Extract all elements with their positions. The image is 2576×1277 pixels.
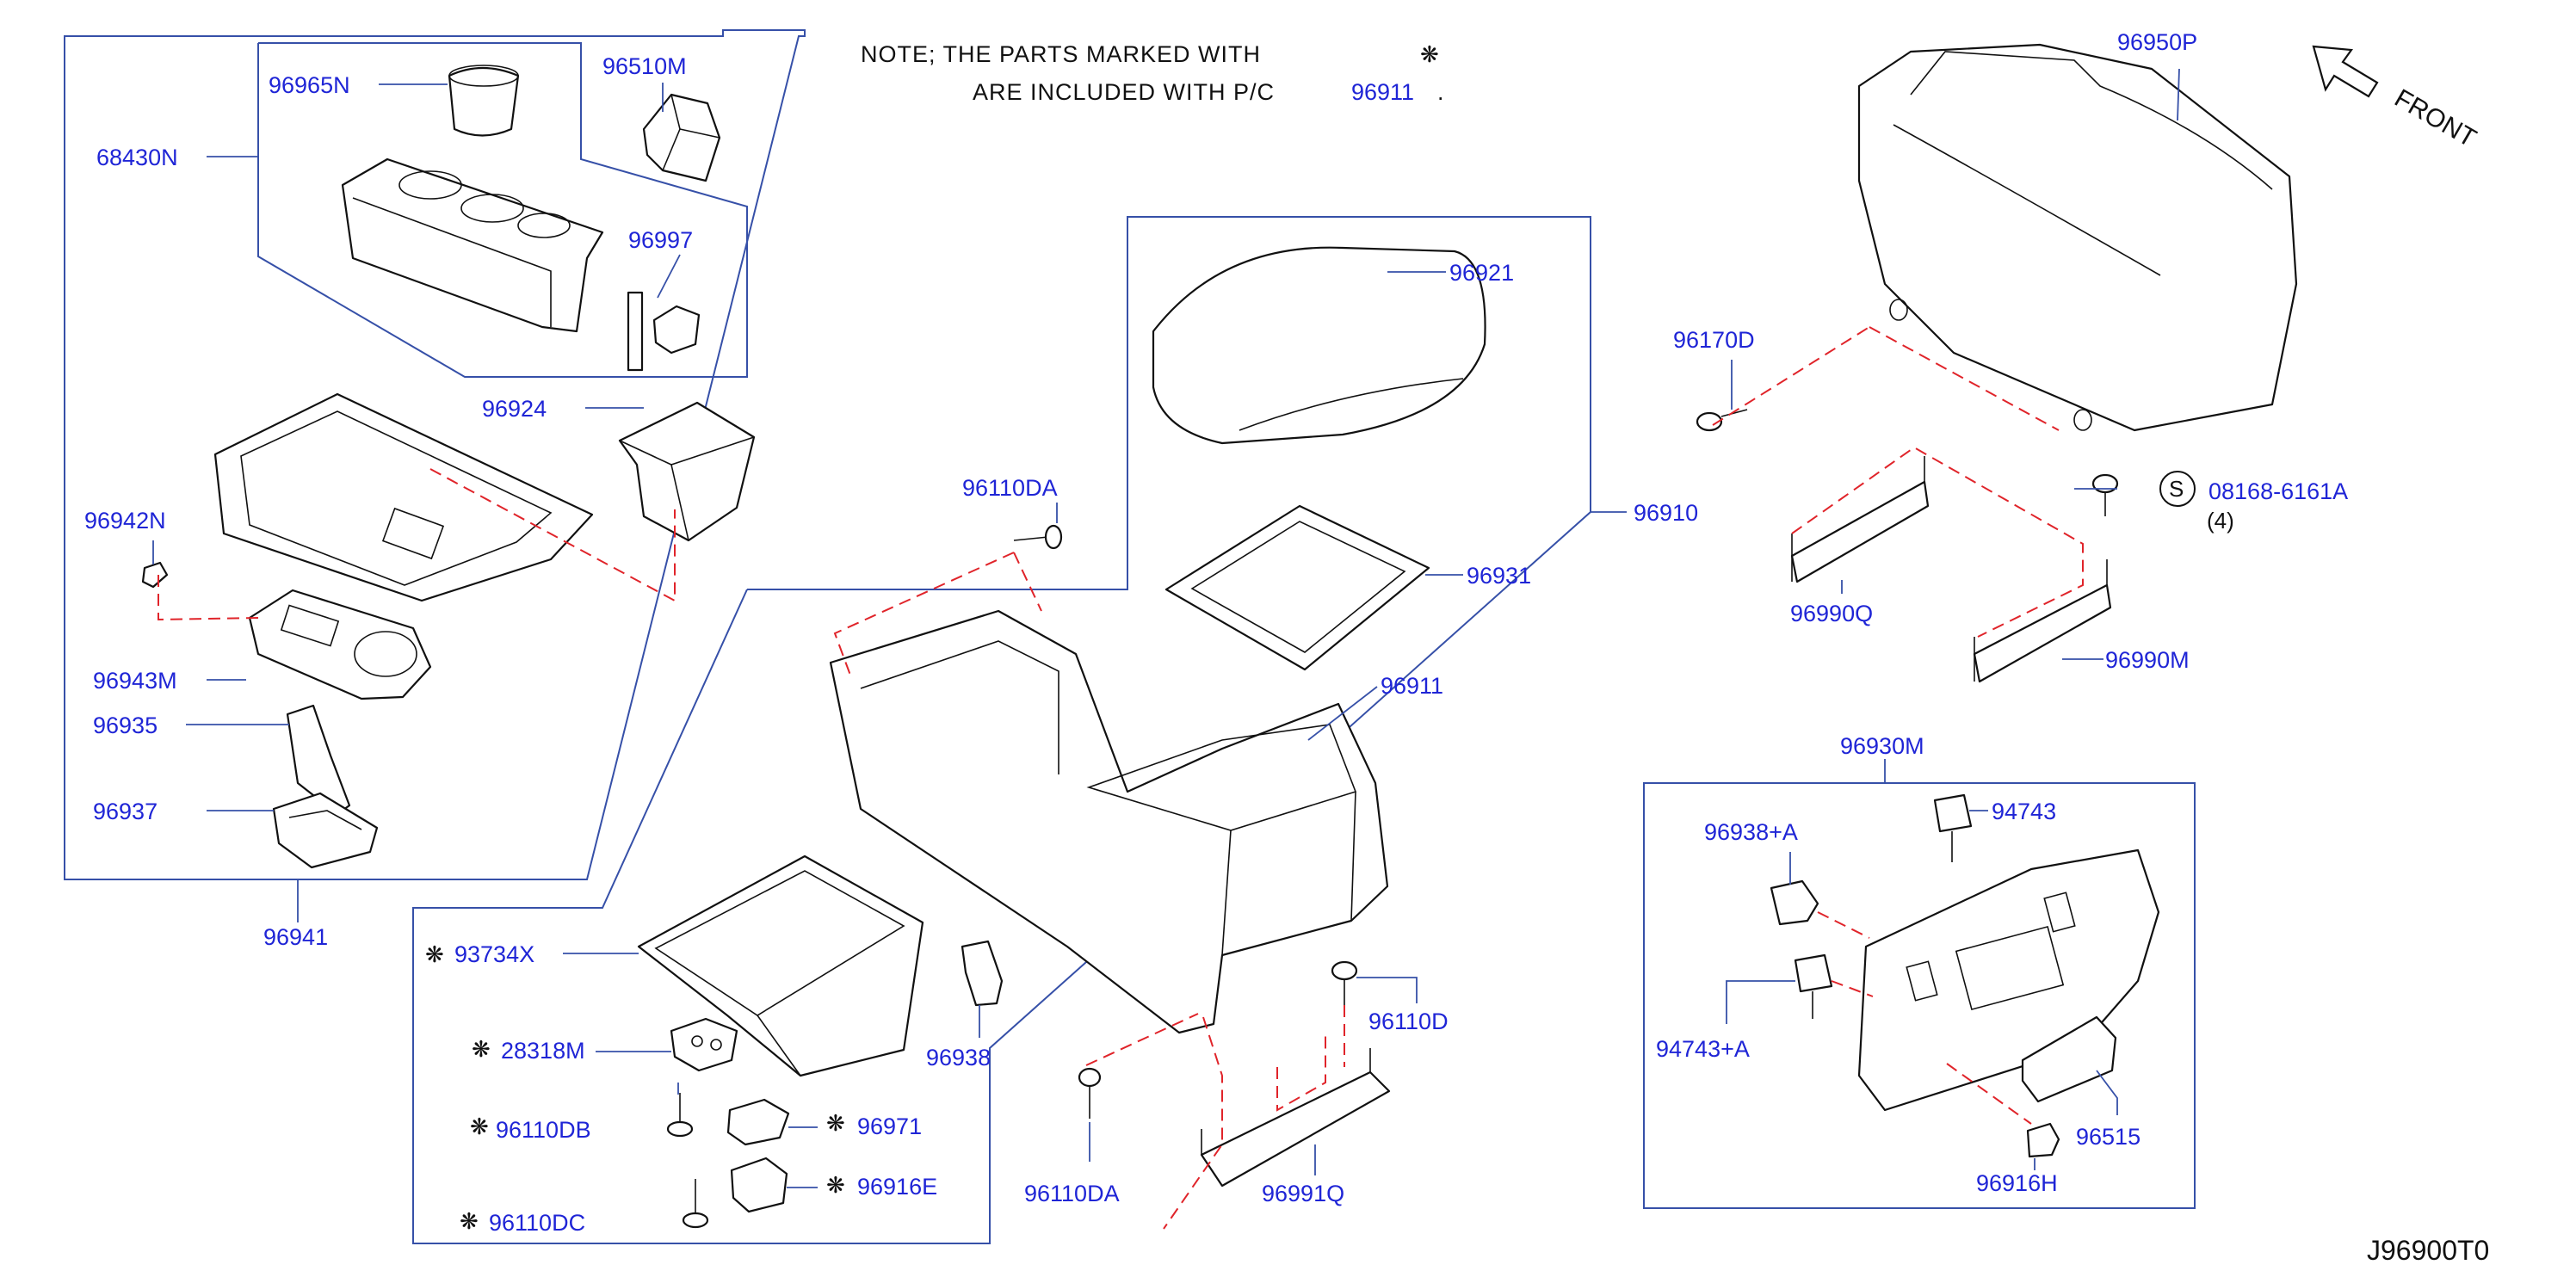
mark-symbol: ❋	[470, 1114, 489, 1140]
part-label-96943M[interactable]: 96943M	[93, 668, 177, 694]
note-line-1: NOTE; THE PARTS MARKED WITH	[861, 41, 1261, 67]
part-label-96510M[interactable]: 96510M	[602, 53, 687, 79]
part-label-96950P[interactable]: 96950P	[2117, 29, 2197, 55]
screw-96110DB-part	[666, 1093, 694, 1138]
armrest-cover-96950P-part	[1857, 43, 2298, 432]
part-label-96110DB[interactable]: 96110DB	[496, 1117, 591, 1143]
part-label-96916H[interactable]: 96916H	[1976, 1170, 2058, 1196]
note-ref: 96911	[1351, 79, 1414, 105]
note-line-2: ARE INCLUDED WITH P/C	[973, 79, 1275, 105]
bolt-quantity: (4)	[2207, 508, 2234, 534]
cup-holder-part	[448, 65, 520, 137]
box-93734X-part	[637, 854, 924, 1077]
part-label-96916E[interactable]: 96916E	[857, 1174, 937, 1200]
part-label-94743-A[interactable]: 94743+A	[1656, 1036, 1750, 1062]
clip-96942N-part	[141, 561, 169, 589]
bolt-08168-part	[2091, 473, 2119, 516]
s-circle-label: S	[2169, 476, 2184, 502]
hinge-frame-96931-part	[1164, 504, 1430, 671]
bracket-96990M-part	[1973, 559, 2112, 683]
part-label-96110D[interactable]: 96110D	[1368, 1009, 1449, 1034]
clip-94743-part	[1933, 793, 1973, 862]
bolt-96170D-part	[1696, 409, 1748, 432]
switch-96997-part	[627, 291, 701, 372]
group-frame-68430N	[257, 42, 748, 378]
part-label-96990Q[interactable]: 96990Q	[1790, 601, 1873, 626]
mark-symbol: ❋	[826, 1111, 845, 1137]
connector-28318M-part	[670, 1017, 738, 1072]
part-label-96935[interactable]: 96935	[93, 713, 158, 738]
part-label-96941[interactable]: 96941	[263, 924, 328, 950]
clip-96938A-part	[1770, 879, 1819, 926]
part-label-94743[interactable]: 94743	[1992, 799, 2056, 824]
tray-68430N-part	[341, 157, 604, 333]
switch-96971-part	[726, 1098, 790, 1146]
clip-96938-part	[961, 940, 1004, 1007]
bolt-96110D-part	[1331, 960, 1358, 1007]
group-frame-96930M	[1643, 782, 2196, 1209]
part-label-96110DC[interactable]: 96110DC	[489, 1210, 585, 1236]
gear-plate-96943M-part	[248, 589, 432, 700]
part-label-96942N[interactable]: 96942N	[84, 508, 166, 534]
note-symbol: ❋	[1420, 42, 1439, 68]
rear-panel-96930M-part	[1857, 848, 2160, 1112]
bracket-96937-part	[272, 792, 379, 869]
boot-96935-part	[286, 704, 351, 816]
part-label-96931[interactable]: 96931	[1467, 563, 1531, 589]
part-label-96110DA-top[interactable]: 96110DA	[962, 475, 1058, 501]
screw-96110DC-part	[682, 1179, 709, 1229]
part-label-96910[interactable]: 96910	[1634, 500, 1698, 526]
note-end: .	[1437, 79, 1445, 105]
part-label-96990M[interactable]: 96990M	[2105, 647, 2190, 673]
part-label-96937[interactable]: 96937	[93, 799, 158, 824]
mark-symbol: ❋	[826, 1173, 845, 1199]
part-label-96965N[interactable]: 96965N	[269, 72, 350, 98]
part-label-96997[interactable]: 96997	[628, 227, 693, 253]
part-label-96930M[interactable]: 96930M	[1840, 733, 1924, 759]
mark-symbol: ❋	[472, 1037, 491, 1063]
pocket-96515-part	[2021, 1015, 2117, 1103]
leader-lines	[152, 68, 2180, 1188]
part-label-96110DA-bottom[interactable]: 96110DA	[1024, 1181, 1120, 1206]
part-label-68430N[interactable]: 68430N	[96, 145, 178, 170]
s-circle-icon	[2159, 471, 2196, 507]
part-label-96911[interactable]: 96911	[1381, 673, 1443, 699]
group-frame-96910	[412, 216, 1591, 1244]
part-label-96515[interactable]: 96515	[2076, 1124, 2140, 1150]
part-label-96938[interactable]: 96938	[926, 1045, 991, 1070]
cap-96916E-part	[730, 1157, 788, 1213]
screw-96110DA-top-part	[1013, 524, 1063, 550]
part-label-28318M[interactable]: 28318M	[501, 1038, 585, 1064]
part-label-96924[interactable]: 96924	[482, 396, 547, 422]
part-label-96921[interactable]: 96921	[1449, 260, 1514, 286]
lid-96921-part	[1152, 246, 1486, 445]
finisher-96941-part	[213, 392, 594, 602]
front-label: FRONT	[2390, 83, 2481, 152]
alignment-lines	[158, 326, 2084, 1230]
front-arrow-icon	[2312, 45, 2379, 98]
part-label-96971[interactable]: 96971	[857, 1114, 922, 1139]
part-label-93734X[interactable]: 93734X	[454, 941, 534, 967]
part-label-96938-A[interactable]: 96938+A	[1704, 819, 1798, 845]
box-96924-part	[618, 401, 756, 542]
mark-symbol: ❋	[425, 942, 444, 968]
mark-symbol: ❋	[460, 1209, 479, 1235]
group-frame-96941	[64, 29, 806, 880]
bracket-96991Q-part	[1200, 1048, 1391, 1188]
diagram-code: J96900T0	[2367, 1235, 2489, 1266]
part-label-96991Q[interactable]: 96991Q	[1262, 1181, 1344, 1206]
clip-94743A-part	[1794, 953, 1833, 1019]
part-label-08168-6161A[interactable]: 08168-6161A	[2208, 478, 2348, 504]
bracket-96990Q-part	[1790, 456, 1930, 583]
cap-96916H-part	[2026, 1122, 2060, 1158]
bracket-96510M-part	[642, 93, 721, 182]
screw-96110DA-bottom-part	[1078, 1067, 1102, 1119]
part-label-96170D[interactable]: 96170D	[1673, 327, 1755, 353]
console-body-96911-part	[829, 609, 1389, 1034]
